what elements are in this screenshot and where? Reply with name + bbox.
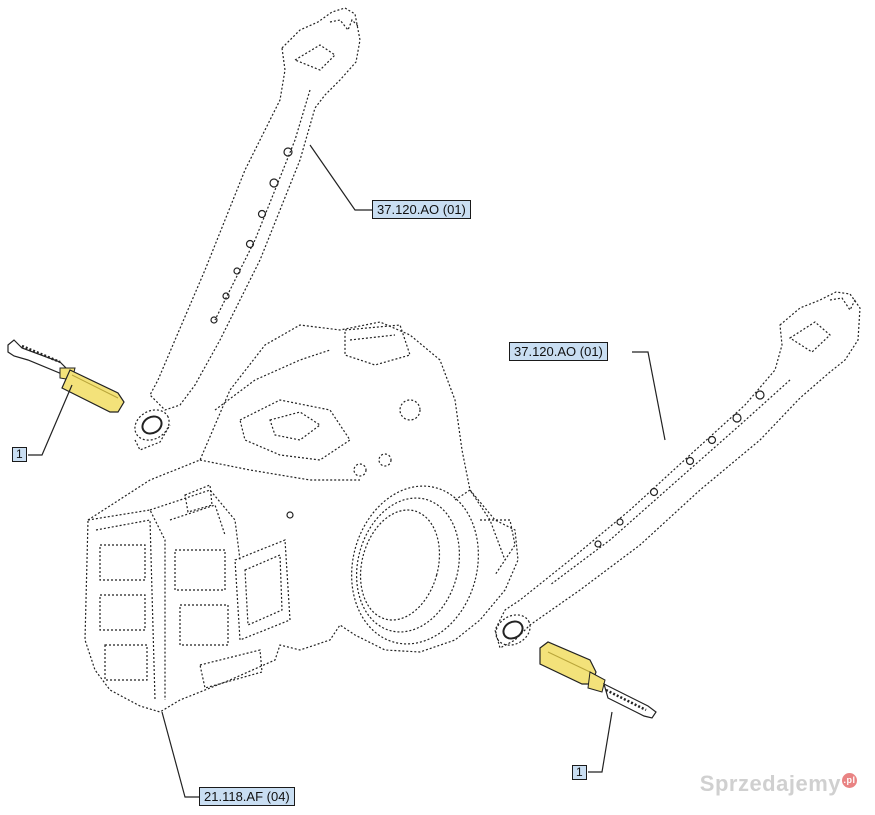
callout-right-lift-arm[interactable]: 37.120.AO (01) (509, 342, 608, 361)
watermark-suffix: .pl (842, 772, 857, 788)
rear-axle-housing (84, 321, 519, 713)
watermark-logo: Sprzedajemy.pl (700, 771, 857, 797)
callout-right-pin[interactable]: 1 (572, 765, 587, 780)
callout-housing[interactable]: 21.118.AF (04) (199, 787, 295, 806)
right-lift-arm (494, 291, 861, 649)
left-pin (7, 339, 125, 413)
callout-upper-lift-arm[interactable]: 37.120.AO (01) (372, 200, 471, 219)
upper-lift-arm (134, 7, 361, 451)
right-pin (539, 641, 657, 719)
leader-lines (28, 144, 666, 798)
watermark-text: Sprzedajemy (699, 771, 841, 796)
callout-left-pin[interactable]: 1 (12, 447, 27, 462)
